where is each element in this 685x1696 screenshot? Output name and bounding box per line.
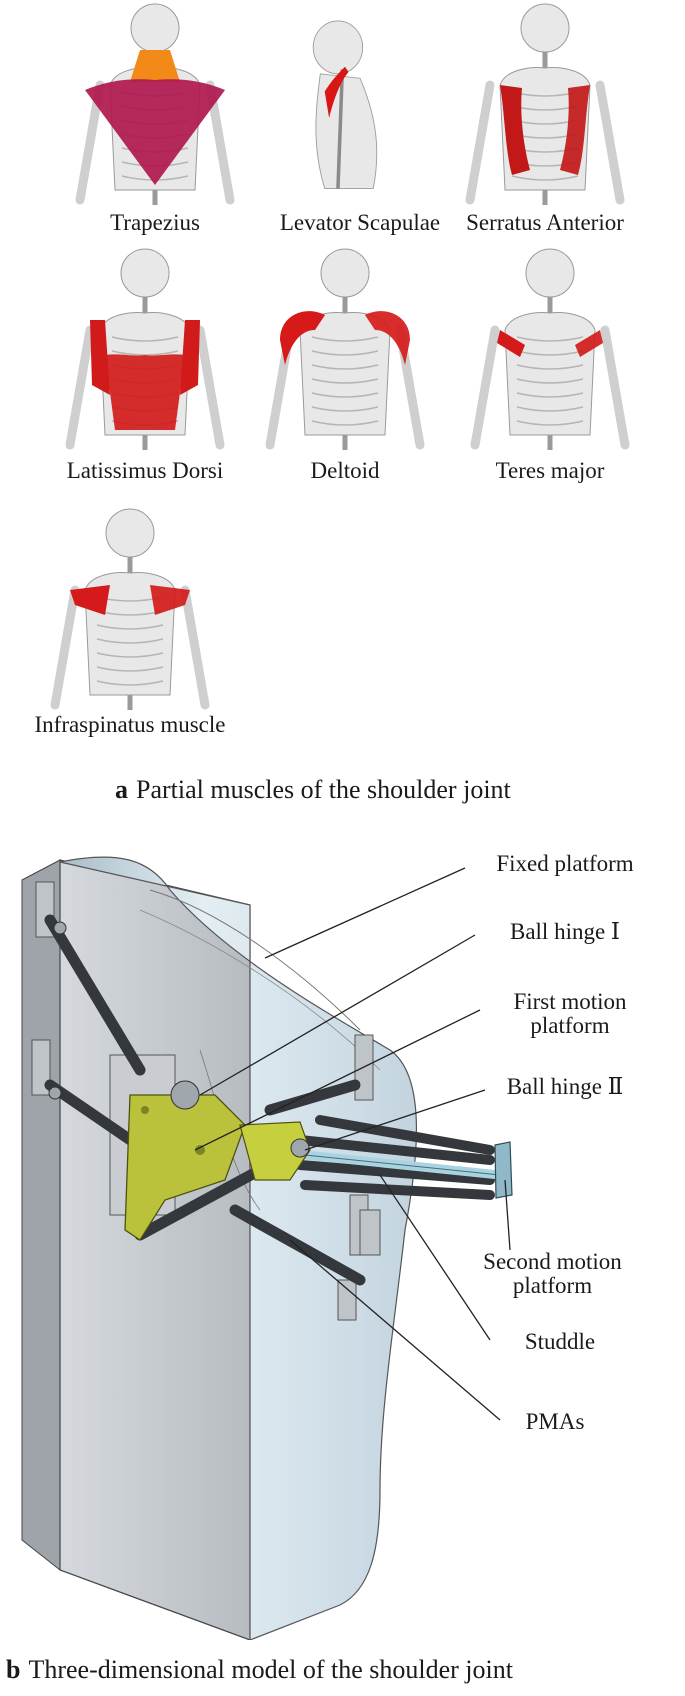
rib xyxy=(96,624,164,630)
muscle-label-infraspinatus: Infraspinatus muscle xyxy=(34,712,226,737)
callout-label-ball2: Ball hinge Ⅱ xyxy=(485,1075,645,1099)
rib xyxy=(516,392,584,398)
spine xyxy=(336,69,345,189)
rib xyxy=(96,638,164,644)
skeleton-figure-teres xyxy=(470,248,630,450)
callout-label-line: Ball hinge Ⅰ xyxy=(509,919,620,944)
skull xyxy=(525,248,575,298)
rib xyxy=(311,336,379,342)
muscle-highlight xyxy=(85,79,225,185)
panel-b-caption-text: Three-dimensional model of the shoulder … xyxy=(28,1655,513,1684)
skull xyxy=(105,508,155,558)
muscle-label-levator: Levator Scapulae xyxy=(279,210,441,235)
muscle-highlight xyxy=(324,66,349,118)
rib xyxy=(511,175,579,181)
skull xyxy=(320,248,370,298)
panel-a-caption-text: Partial muscles of the shoulder joint xyxy=(136,775,511,804)
callout-label-ball1: Ball hinge Ⅰ xyxy=(485,920,645,944)
callout-label-line: Fixed platform xyxy=(496,851,634,876)
muscle-label-serratus: Serratus Anterior xyxy=(466,210,624,235)
ball-hinges xyxy=(48,921,310,1158)
skull xyxy=(312,20,364,75)
left-arm xyxy=(470,325,500,450)
muscle-highlight xyxy=(150,585,190,615)
muscle-highlight-upper xyxy=(130,50,180,82)
ribcage xyxy=(299,312,391,436)
rib xyxy=(311,406,379,412)
rib xyxy=(311,350,379,356)
callout-label-line: platform xyxy=(512,1273,593,1298)
muscle-label-deltoid: Deltoid xyxy=(310,458,380,483)
rib xyxy=(311,364,379,370)
shoulder-joint-3d-model xyxy=(21,856,513,1640)
panel-a-caption-letter: a xyxy=(115,775,128,804)
rib xyxy=(516,364,584,370)
skeleton-figure-deltoid xyxy=(265,248,425,450)
skeleton-figure-trapezius xyxy=(75,3,235,205)
second-motion-platform xyxy=(494,1141,513,1199)
rib xyxy=(516,378,584,384)
muscle-label-trapezius: Trapezius xyxy=(110,210,200,235)
rib xyxy=(516,420,584,426)
skull xyxy=(130,3,180,53)
pma-actuators xyxy=(44,914,495,1286)
rib xyxy=(516,406,584,412)
muscle-highlight-right xyxy=(180,320,200,395)
rib xyxy=(96,680,164,686)
ribcage xyxy=(504,312,596,436)
rib xyxy=(111,336,179,342)
callout-label-studdle: Studdle xyxy=(505,1330,615,1354)
right-arm xyxy=(195,325,225,450)
callout-leader-lines xyxy=(194,867,511,1421)
rib xyxy=(516,350,584,356)
muscle-highlight-left xyxy=(280,311,325,365)
muscle-highlight xyxy=(105,354,185,430)
muscle-highlight xyxy=(560,85,590,175)
side-brackets xyxy=(31,881,381,1321)
rib xyxy=(516,336,584,342)
studdle xyxy=(300,1150,505,1180)
muscle-label-latissimus: Latissimus Dorsi xyxy=(66,458,224,483)
muscle-highlight-left xyxy=(70,585,110,615)
right-arm xyxy=(180,585,210,710)
rib xyxy=(311,420,379,426)
callout-label-line: First motion xyxy=(513,989,627,1014)
skeleton-figure-infraspinatus xyxy=(50,508,210,710)
callout-label-line: PMAs xyxy=(525,1409,585,1434)
muscle-highlight xyxy=(575,330,603,357)
callout-label-line: platform xyxy=(530,1013,610,1038)
left-arm xyxy=(65,325,95,450)
callout-label-pmas: PMAs xyxy=(505,1410,605,1434)
rib xyxy=(311,378,379,384)
panel-b-caption-letter: b xyxy=(6,1655,21,1684)
skeleton-figure-latissimus xyxy=(65,248,225,450)
callout-label-fixed: Fixed platform xyxy=(470,852,660,876)
muscle-highlight xyxy=(365,311,410,365)
left-arm xyxy=(50,585,80,710)
muscle-highlight-left xyxy=(90,320,110,395)
muscle-highlight-left xyxy=(497,330,525,357)
rib xyxy=(111,350,179,356)
right-arm xyxy=(600,325,630,450)
muscle-highlight-left xyxy=(500,85,530,175)
rib xyxy=(311,392,379,398)
callout-label-line: Studdle xyxy=(524,1329,596,1354)
callout-label-line: Ball hinge Ⅱ xyxy=(506,1074,624,1099)
rib xyxy=(96,666,164,672)
skull xyxy=(520,3,570,53)
panel-a-caption: a Partial muscles of the shoulder joint xyxy=(115,775,511,805)
right-arm xyxy=(595,80,625,205)
muscle-label-teres: Teres major xyxy=(495,458,605,483)
left-arm xyxy=(465,80,495,205)
callout-label-line: Second motion xyxy=(483,1249,622,1274)
mounting-plate xyxy=(21,859,251,1640)
skeleton-figure-levator xyxy=(312,20,378,189)
first-motion-platform xyxy=(124,1094,311,1241)
skull xyxy=(120,248,170,298)
skeleton-figure-serratus xyxy=(465,3,625,205)
rib xyxy=(96,652,164,658)
